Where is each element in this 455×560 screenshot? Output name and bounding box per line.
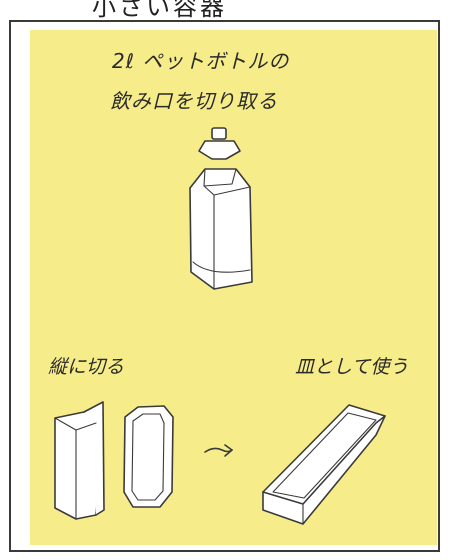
tray — [262, 404, 386, 525]
cut-half-right — [123, 405, 174, 508]
top-strip: 小さい容器 — [0, 0, 455, 20]
bottle-cap — [198, 127, 241, 160]
instruction-line-2: 飲み口を切り取る — [110, 89, 278, 113]
bottle-body — [189, 168, 253, 290]
top-strip-text: 小さい容器 — [92, 0, 227, 20]
step-cut-label: 縦に切る — [48, 356, 125, 378]
step-use-label: 皿として使う — [295, 356, 409, 378]
arrow-icon — [204, 444, 233, 457]
cut-half-left — [54, 401, 105, 520]
instruction-line-1: 2ℓ ペットボトルの — [112, 49, 290, 73]
